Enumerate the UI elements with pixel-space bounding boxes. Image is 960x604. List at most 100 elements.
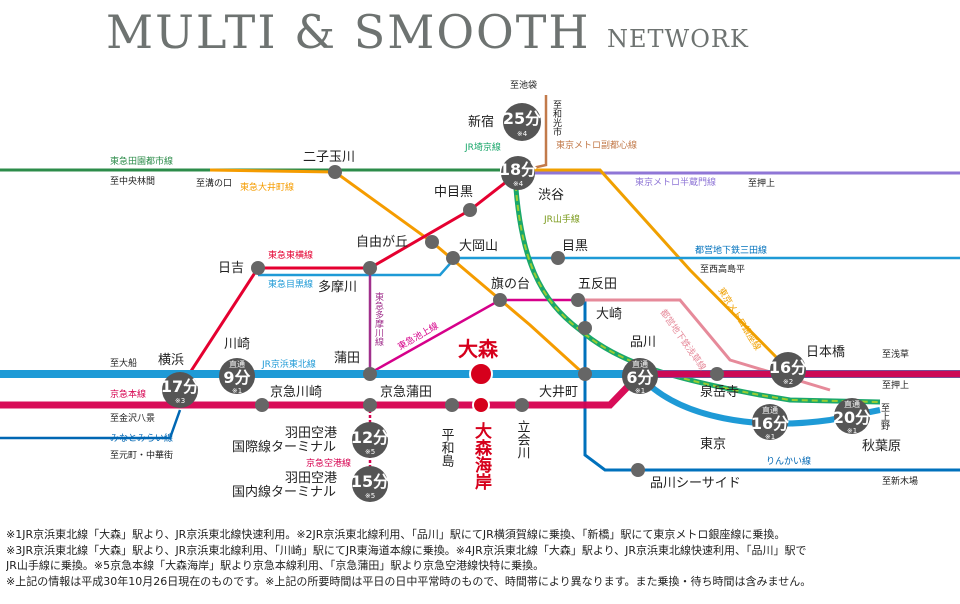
svg-text:※3: ※3 [175,397,185,405]
lbl-hanzomon: 東京メトロ半蔵門線 [635,176,716,188]
dir-mizonokuchi: 至溝の口 [196,177,232,189]
line-keihin-tohoku-branch [637,373,881,427]
label-heiwajima: 平和島 [439,428,455,467]
lbl-toyoko: 東急東横線 [268,249,313,261]
label-nihombashi: 日本橋 [806,345,845,360]
note-1: ※1JR京浜東北線「大森」駅より、JR京浜東北線快速利用。※2JR京浜東北線利用… [6,528,786,541]
lbl-keikyu-airport: 京急空港線 [306,457,351,469]
node-omorikaigan [472,396,490,414]
lbl-den-en-toshi: 東急田園都市線 [110,155,173,167]
node-hiyoshi [251,261,265,275]
lbl-keihin-tohoku: JR京浜東北線 [261,358,316,370]
svg-text:20分: 20分 [833,408,871,427]
label-keikyu-kamata: 京急蒲田 [380,385,432,400]
line-minatomirai [0,409,182,440]
lbl-tokyu-oimachi: 東急大井町線 [240,181,294,193]
line-ginza [520,168,787,368]
svg-text:18分: 18分 [499,160,537,179]
badge-yokohama: 17分 ※3 [161,372,199,408]
svg-text:※5: ※5 [365,448,375,456]
node-hatanodai [493,293,507,307]
dir-shinkiba: 至新木場 [882,475,918,487]
badge-akihabara: 直通 20分 ※1 [833,398,871,435]
node-nakameguro [463,203,477,217]
svg-text:※1: ※1 [635,387,645,395]
route-map: MULTI & SMOOTH NETWORK [0,5,960,502]
svg-text:6分: 6分 [626,368,653,387]
svg-text:直通: 直通 [762,405,778,415]
label-nakameguro: 中目黒 [434,185,473,200]
svg-text:※1: ※1 [765,433,775,441]
lbl-ginza: 東京メトロ銀座線 [715,285,763,352]
svg-text:17分: 17分 [161,377,199,396]
label-shibuya: 渋谷 [538,188,564,203]
label-jiyugaoka: 自由が丘 [356,235,408,250]
dir-ikebukuro: 至池袋 [510,79,537,91]
label-shinagawa-seaside: 品川シーサイド [650,476,741,491]
label-omori: 大森 [458,337,499,361]
lbl-keikyu-main: 京急本線 [110,388,146,400]
badge-tokyo: 直通 16分 ※1 [751,404,789,441]
node-omori [469,362,493,386]
svg-text:※5: ※5 [365,492,375,500]
label-yokohama: 横浜 [158,353,184,368]
label-haneda-intl-1: 羽田空港 [285,426,337,441]
svg-text:※4: ※4 [517,130,528,138]
svg-text:15分: 15分 [351,472,389,491]
badge-shinjuku: 25分 ※4 [503,103,541,141]
node-futakotamagawa [328,165,342,179]
title-main: MULTI & SMOOTH [106,5,591,59]
node-tamagawa [363,261,377,275]
label-ookayama: 大岡山 [459,239,498,254]
dir-asakusa: 至浅草 [882,348,909,360]
node-oimachi [578,367,592,381]
label-haneda-dom-1: 羽田空港 [285,471,337,486]
footnotes: ※1JR京浜東北線「大森」駅より、JR京浜東北線快速利用。※2JR京浜東北線利用… [6,527,956,589]
badge-haneda-intl: 12分 ※5 [351,422,389,458]
svg-text:16分: 16分 [751,414,789,433]
badge-nihombashi: 16分 ※2 [769,352,807,388]
dir-oshiage-asakusa: 至押上 [882,379,909,391]
label-oimachi: 大井町 [539,385,578,400]
label-hiyoshi: 日吉 [218,261,244,276]
svg-text:直通: 直通 [632,359,648,369]
note-4: ※上記の情報は平成30年10月26日現在のものです。※上記の所要時間は平日の日中… [6,574,812,588]
label-tokyo: 東京 [700,436,726,452]
lbl-asakusa: 都営地下鉄浅草線 [658,307,709,373]
label-haneda-dom-2: 国内線ターミナル [232,484,336,500]
svg-text:12分: 12分 [351,428,389,447]
label-futakotamagawa: 二子玉川 [303,150,355,165]
svg-text:※2: ※2 [783,378,793,386]
node-sengakuji [710,367,724,381]
node-meguro [551,251,565,265]
svg-text:16分: 16分 [769,358,807,377]
badge-shinagawa: 直通 6分 ※1 [622,358,658,395]
dir-wako: 至和光市 [551,100,562,137]
line-ikegami [371,298,585,374]
svg-text:直通: 直通 [229,359,245,369]
label-omorikaigan: 大森海岸 [471,421,492,491]
title-sub: NETWORK [607,25,749,53]
label-akihabara: 秋葉原 [862,439,901,454]
note-3: JR山手線に乗換。※5京急本線「大森海岸」駅より京急本線利用、「京急蒲田」駅より… [6,559,545,572]
dir-kanazawahakkei: 至金沢八景 [110,412,155,424]
lbl-saikyo: JR埼京線 [464,141,501,153]
node-ookayama [446,251,460,265]
badge-shibuya: 18分 ※4 [499,156,537,190]
label-gotanda: 五反田 [578,277,617,292]
dir-oshiage-hanzomon: 至押上 [748,177,775,189]
label-tachiaigawa: 立会川 [515,420,531,459]
line-yamanote [514,174,881,403]
label-osaki: 大崎 [596,307,622,322]
label-hatanodai: 旗の台 [491,276,530,292]
svg-text:※4: ※4 [513,180,524,188]
node-keikyu-kamata [363,398,377,412]
label-shinjuku: 新宿 [468,114,494,130]
lbl-rinkai: りんかい線 [766,455,811,467]
dir-ueno: 至上野 [879,403,890,430]
node-heiwajima [445,398,459,412]
node-osaki [578,321,592,335]
label-sengakuji: 泉岳寺 [700,384,739,400]
node-kamata [363,367,377,381]
label-kamata: 蒲田 [334,351,360,366]
